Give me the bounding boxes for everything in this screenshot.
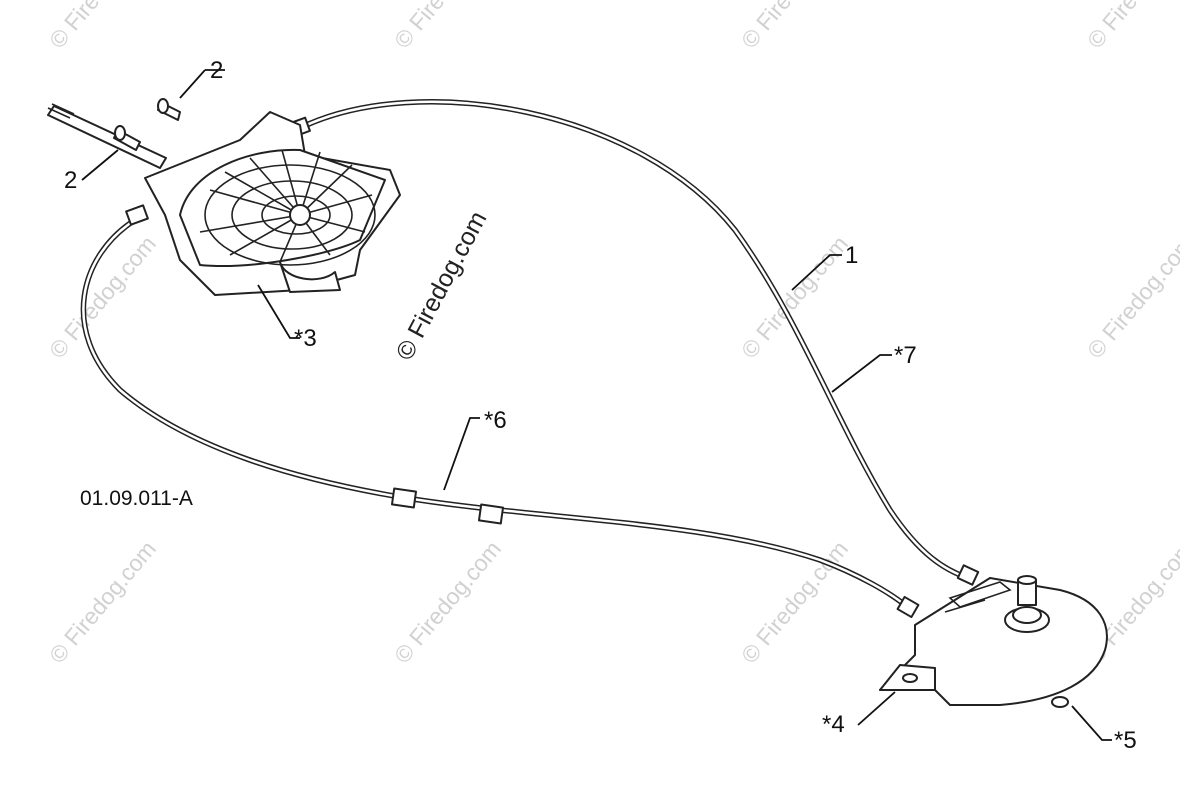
callout-4: *4 <box>822 711 845 738</box>
leader-lines <box>81 69 1112 741</box>
callout-6: *6 <box>484 407 507 434</box>
cable-6-sleeve-left <box>390 487 418 509</box>
shifter-hub-nut <box>289 204 311 226</box>
pulley-foot <box>1051 696 1069 708</box>
watermark-tiles: © Firedog.com © Firedog.com © Firedog.co… <box>44 0 1180 668</box>
callout-labels: 2 2 *3 1 *7 *6 *4 *5 <box>64 57 1137 754</box>
pulley-plate <box>879 577 1108 706</box>
cable-6-end-fitting <box>896 595 920 619</box>
bolt-upper <box>157 98 181 121</box>
watermark-tile: © Firedog.com <box>389 536 506 669</box>
callout-1: 1 <box>845 242 858 269</box>
shifter-pulley <box>279 261 341 293</box>
watermark-tile: © Firedog.com <box>736 231 853 364</box>
bolt-lower <box>113 125 141 151</box>
cable-6 <box>80 217 920 619</box>
cable-7-end-fitting <box>956 564 980 586</box>
bracket-assembly <box>879 575 1108 708</box>
callout-5: *5 <box>1114 727 1137 754</box>
watermark-tile: © Firedog.com <box>389 0 506 53</box>
callout-7: *7 <box>894 342 917 369</box>
reference-code: 01.09.011-A <box>80 487 193 510</box>
watermark-tile: © Firedog.com <box>1082 0 1180 53</box>
watermark-tile: © Firedog.com <box>736 536 853 669</box>
watermark-tile: © Firedog.com <box>44 536 161 669</box>
shift-rod <box>47 103 167 169</box>
watermark-tile: © Firedog.com <box>44 0 161 53</box>
callout-3: *3 <box>294 325 317 352</box>
watermark-tile: © Firedog.com <box>1082 231 1180 364</box>
cable-6-start-fitting <box>125 204 149 226</box>
callout-2-lower: 2 <box>64 167 77 194</box>
callout-2-upper: 2 <box>210 57 223 84</box>
shifter-assembly <box>125 111 401 296</box>
watermark-main: © Firedog.com <box>391 207 493 365</box>
cable-6-sleeve-right <box>477 503 505 525</box>
watermark-tile: © Firedog.com <box>736 0 853 53</box>
shifter-wheel-spokes <box>199 149 376 266</box>
